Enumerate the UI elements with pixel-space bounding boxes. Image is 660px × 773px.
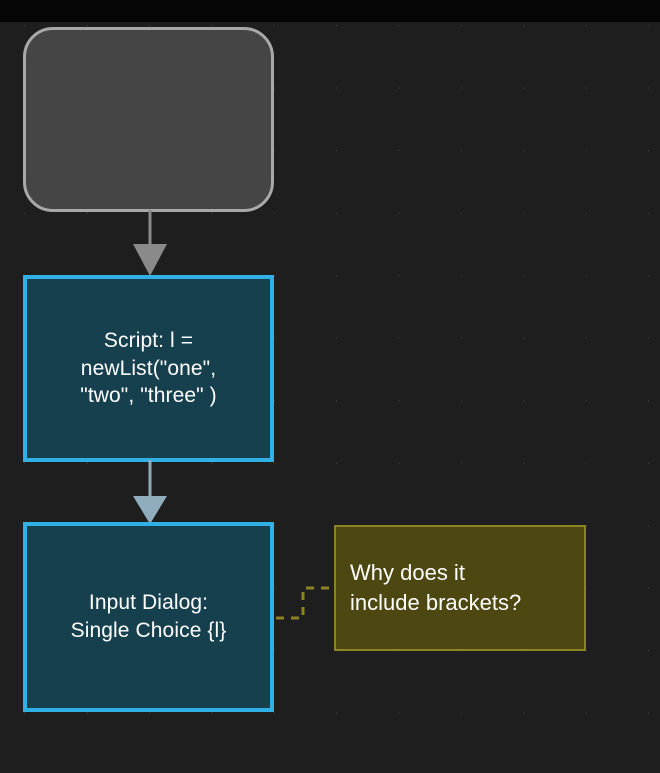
note-brackets-text: Why does it include brackets? [350,559,522,615]
node-start[interactable] [23,27,274,212]
node-script[interactable]: Script: l = newList("one", "two", "three… [23,275,274,462]
node-script-label: Script: l = newList("one", "two", "three… [80,328,217,408]
node-input-dialog-label: Input Dialog: Single Choice {l} [70,591,227,642]
node-input-dialog[interactable]: Input Dialog: Single Choice {l} [23,522,274,712]
note-brackets[interactable]: Why does it include brackets? [334,525,586,651]
top-toolbar-bar [0,0,660,22]
